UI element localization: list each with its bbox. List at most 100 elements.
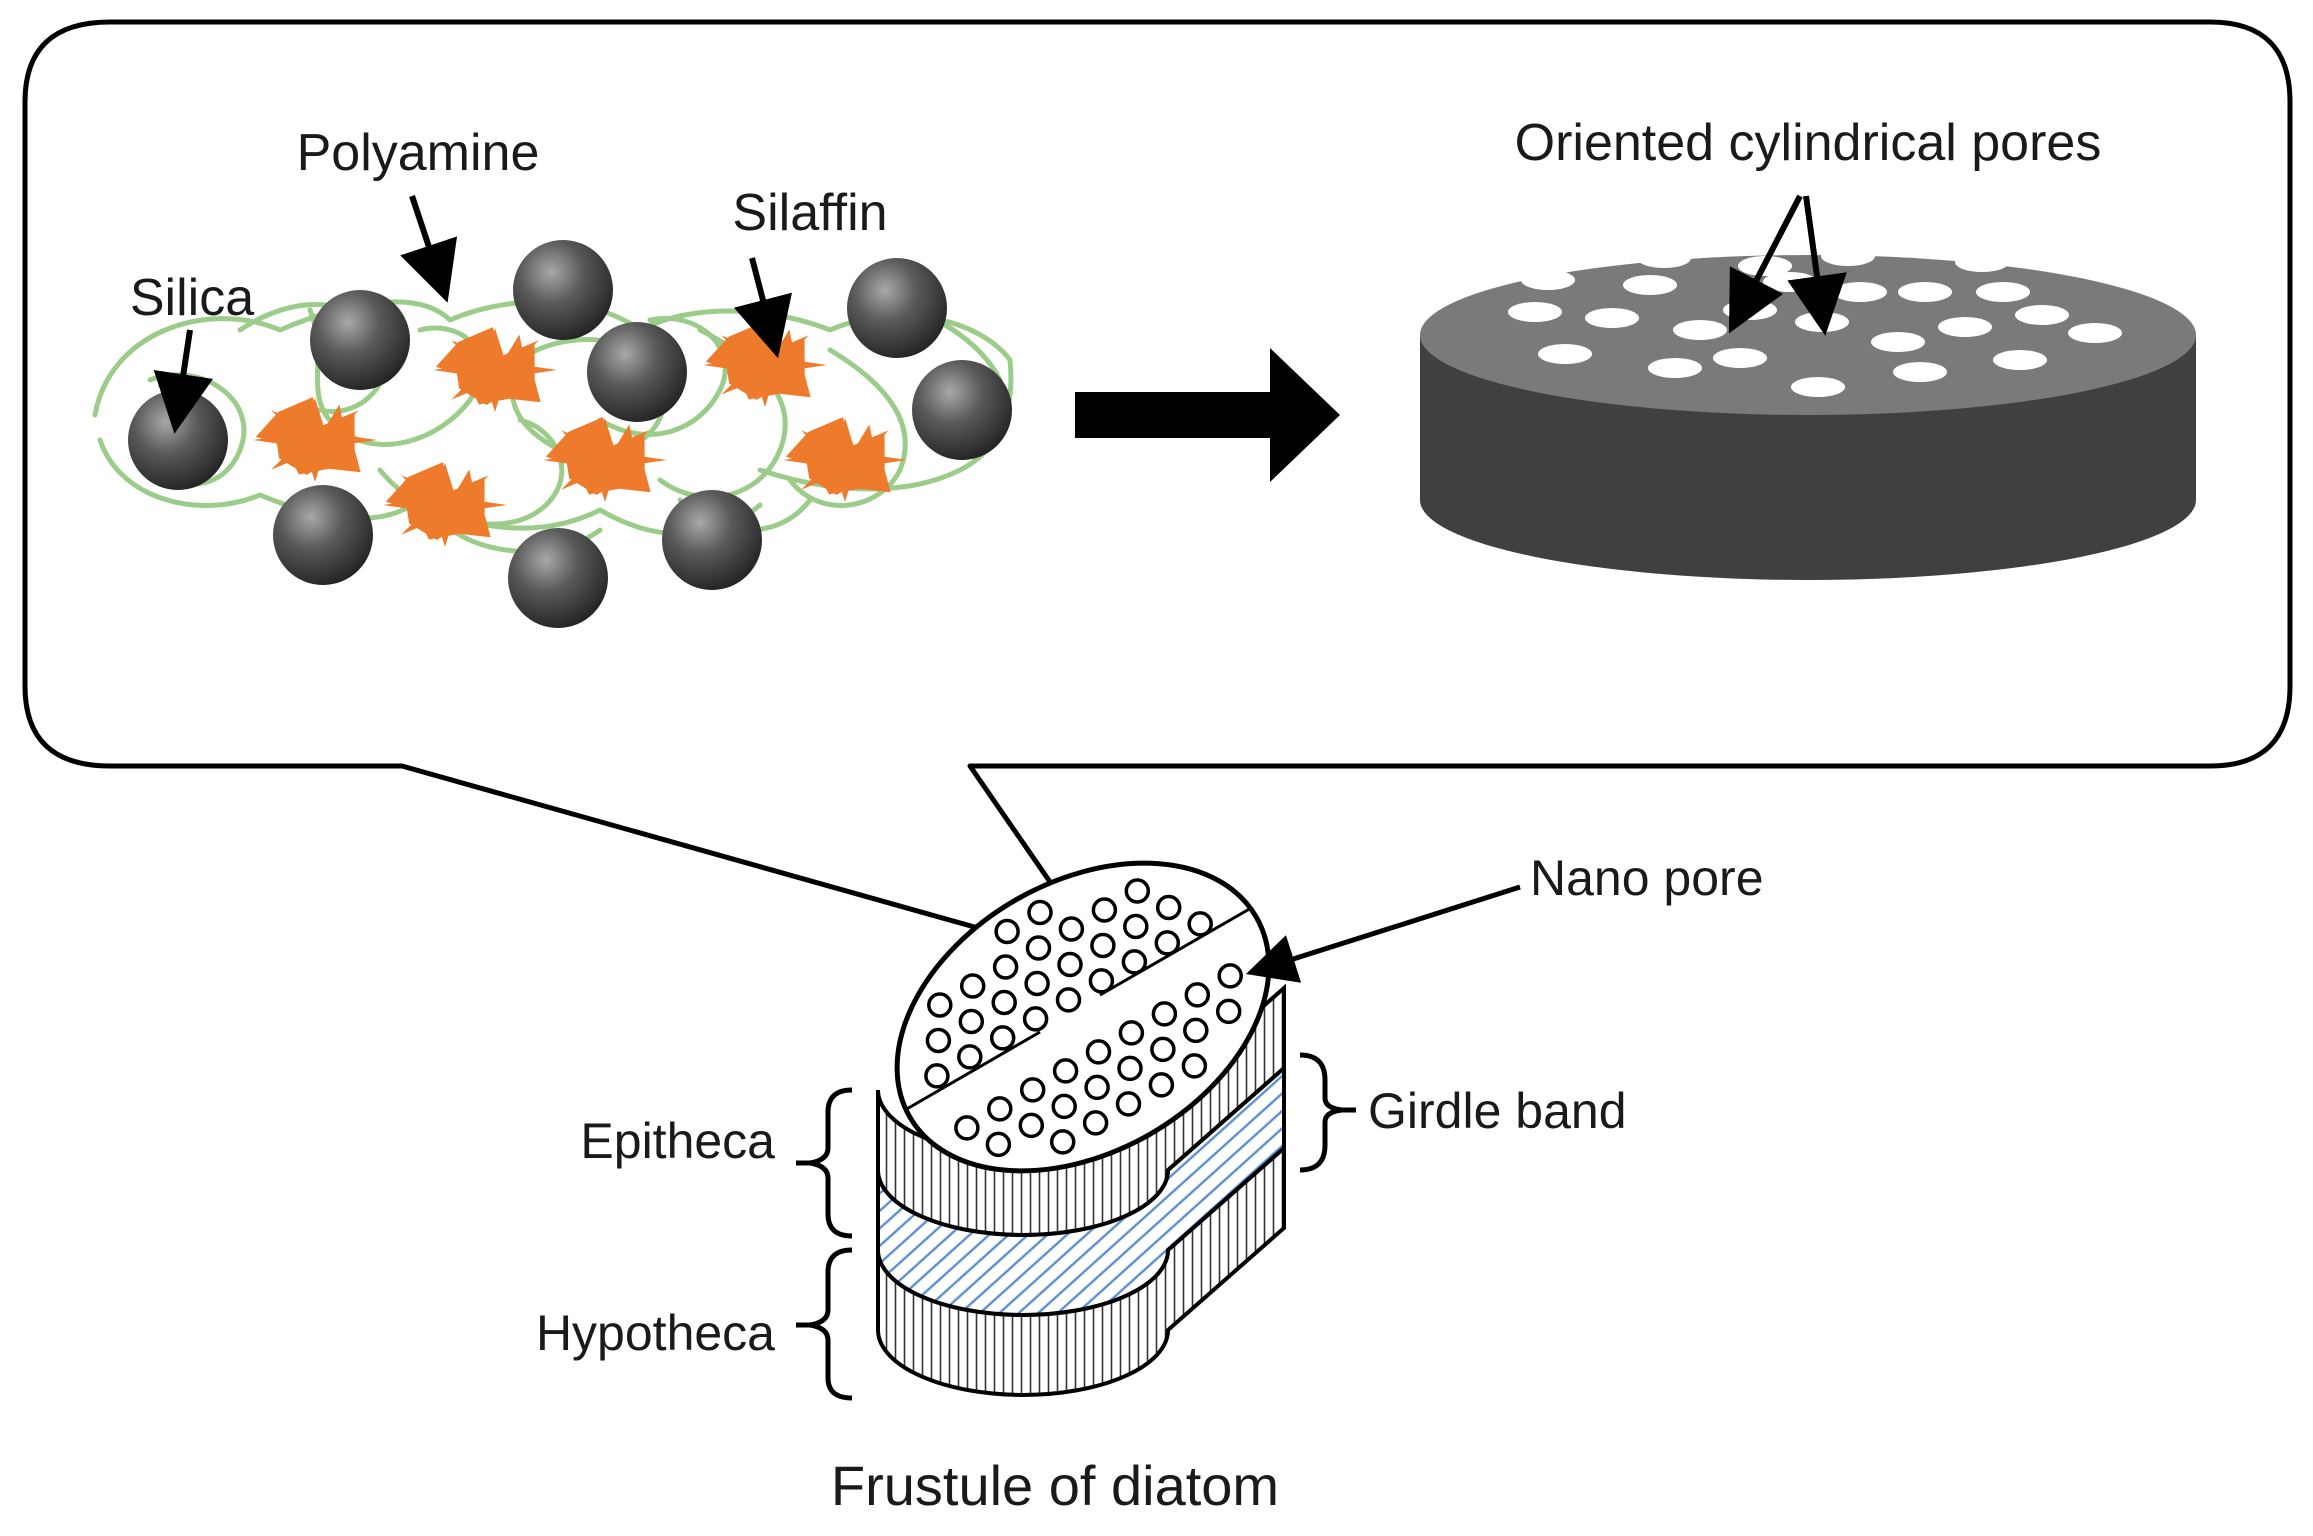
- nano-pore: [924, 1063, 950, 1089]
- cylindrical-pore: [1637, 248, 1691, 268]
- right-arrow-icon: [1075, 348, 1340, 482]
- silaffin-cluster: [783, 417, 907, 502]
- cylindrical-pore: [1713, 348, 1767, 368]
- nano-pore: [1052, 1058, 1079, 1084]
- nano-pore: [991, 989, 1017, 1016]
- nano-pore: [1183, 1017, 1209, 1044]
- nano-pore: [927, 992, 953, 1018]
- silaffin-label: Silaffin: [732, 184, 887, 242]
- silaffin-clusters: [253, 322, 907, 547]
- nano-pore: [1084, 1074, 1110, 1101]
- nano-pore: [1027, 899, 1053, 926]
- nano-pores: [924, 878, 1243, 1158]
- silaffin-cluster: [433, 327, 557, 412]
- nano-pore: [1123, 913, 1149, 940]
- nano-pore: [989, 1025, 1016, 1051]
- cylindrical-pore: [1723, 300, 1777, 320]
- nano-pore: [1024, 970, 1050, 997]
- nano-pore: [925, 1027, 952, 1054]
- nano-pore: [1184, 982, 1211, 1008]
- nano-pore: [1085, 1039, 1112, 1065]
- silica-sphere: [847, 258, 947, 358]
- nano-pore-pointer-arrow: [1245, 884, 1521, 983]
- silica-label: Silica: [130, 269, 254, 327]
- cylindrical-pore: [1623, 275, 1677, 295]
- nano-pore: [985, 1131, 1012, 1158]
- nano-pore: [1058, 916, 1085, 942]
- nano-pore-label: Nano pore: [1530, 850, 1764, 906]
- polyamine-label: Polyamine: [297, 124, 540, 182]
- diatom-frustule: [876, 860, 1286, 1397]
- polyamine-pointer-arrow: [400, 195, 458, 303]
- cylindrical-pore: [1898, 282, 1952, 302]
- cylindrical-pore: [1538, 344, 1592, 364]
- silica-sphere: [273, 485, 373, 585]
- cylindrical-pore: [1521, 270, 1575, 290]
- nano-pore: [1025, 935, 1052, 961]
- cylindrical-pore: [1993, 350, 2047, 370]
- nano-pore: [987, 1096, 1013, 1122]
- nano-pore: [1051, 1093, 1077, 1120]
- nano-pore: [1148, 1072, 1175, 1098]
- pores-pointer-arrow-left: [1728, 194, 1803, 334]
- cylindrical-pore: [1648, 358, 1702, 378]
- cylindrical-pore: [1871, 332, 1925, 352]
- nano-pore: [1115, 1091, 1142, 1117]
- silaffin-cluster: [383, 462, 507, 547]
- epitheca-label: Epitheca: [580, 1113, 775, 1169]
- nano-pore: [1217, 963, 1243, 989]
- girdle-band-label: Girdle band: [1368, 1083, 1627, 1139]
- cylindrical-pore: [1976, 282, 2030, 302]
- raphe-line-lower: [904, 1030, 1041, 1112]
- silica-sphere: [912, 360, 1012, 460]
- cylindrical-pore: [1893, 362, 1947, 382]
- frustule-caption: Frustule of diatom: [831, 1454, 1279, 1517]
- cylindrical-pore: [1795, 312, 1849, 332]
- nano-pore: [1117, 1055, 1143, 1082]
- nano-pore: [1091, 897, 1118, 923]
- cylindrical-pore: [2068, 323, 2122, 343]
- nano-pore: [1019, 1077, 1046, 1103]
- cylindrical-pore: [1791, 377, 1845, 397]
- nano-pore: [1151, 1001, 1178, 1027]
- nano-pore: [1181, 1053, 1208, 1079]
- silica-pointer-arrow: [153, 329, 214, 434]
- polyamine-strand: [787, 347, 908, 508]
- silica-sphere: [587, 322, 687, 422]
- epitheca-bracket: [809, 1087, 853, 1239]
- nano-pore: [1124, 878, 1151, 904]
- frustule-valve-face: [894, 860, 1272, 1174]
- nano-pore: [1090, 932, 1116, 959]
- nano-pore: [992, 954, 1019, 980]
- polyamine-strand: [92, 299, 1014, 492]
- nano-pore: [1018, 1112, 1045, 1139]
- silaffin-cluster: [253, 397, 377, 482]
- silica-spheres: [128, 240, 1012, 628]
- girdle-band-bracket: [1299, 1052, 1343, 1173]
- nano-pore: [958, 1008, 985, 1035]
- porous-silica-disc: [1420, 246, 2196, 580]
- pores-pointer-arrow-right: [1787, 195, 1847, 336]
- cylindrical-pore: [1585, 308, 1639, 328]
- nano-pore: [1049, 1129, 1076, 1155]
- nano-pore: [1121, 949, 1148, 975]
- silaffin-cluster: [543, 417, 667, 502]
- cylindrical-pore: [1821, 246, 1875, 266]
- cylindrical-pore: [1955, 252, 2009, 272]
- cylindrical-pore: [1833, 282, 1887, 302]
- cylindrical-pore: [1673, 320, 1727, 340]
- nano-pore: [954, 1115, 980, 1141]
- nano-pore: [1150, 1036, 1176, 1063]
- silica-sphere: [508, 528, 608, 628]
- polyamine-strand: [597, 316, 728, 437]
- cylindrical-pore: [1938, 317, 1992, 337]
- nano-pore: [1057, 951, 1083, 978]
- nano-pore: [1154, 930, 1181, 956]
- silaffin-pointer-arrow: [733, 257, 792, 359]
- cylindrical-pore: [1508, 302, 1562, 322]
- silica-sphere: [310, 290, 410, 390]
- silica-sphere: [662, 490, 762, 590]
- nano-pore: [994, 918, 1020, 945]
- nano-pore: [1215, 998, 1242, 1025]
